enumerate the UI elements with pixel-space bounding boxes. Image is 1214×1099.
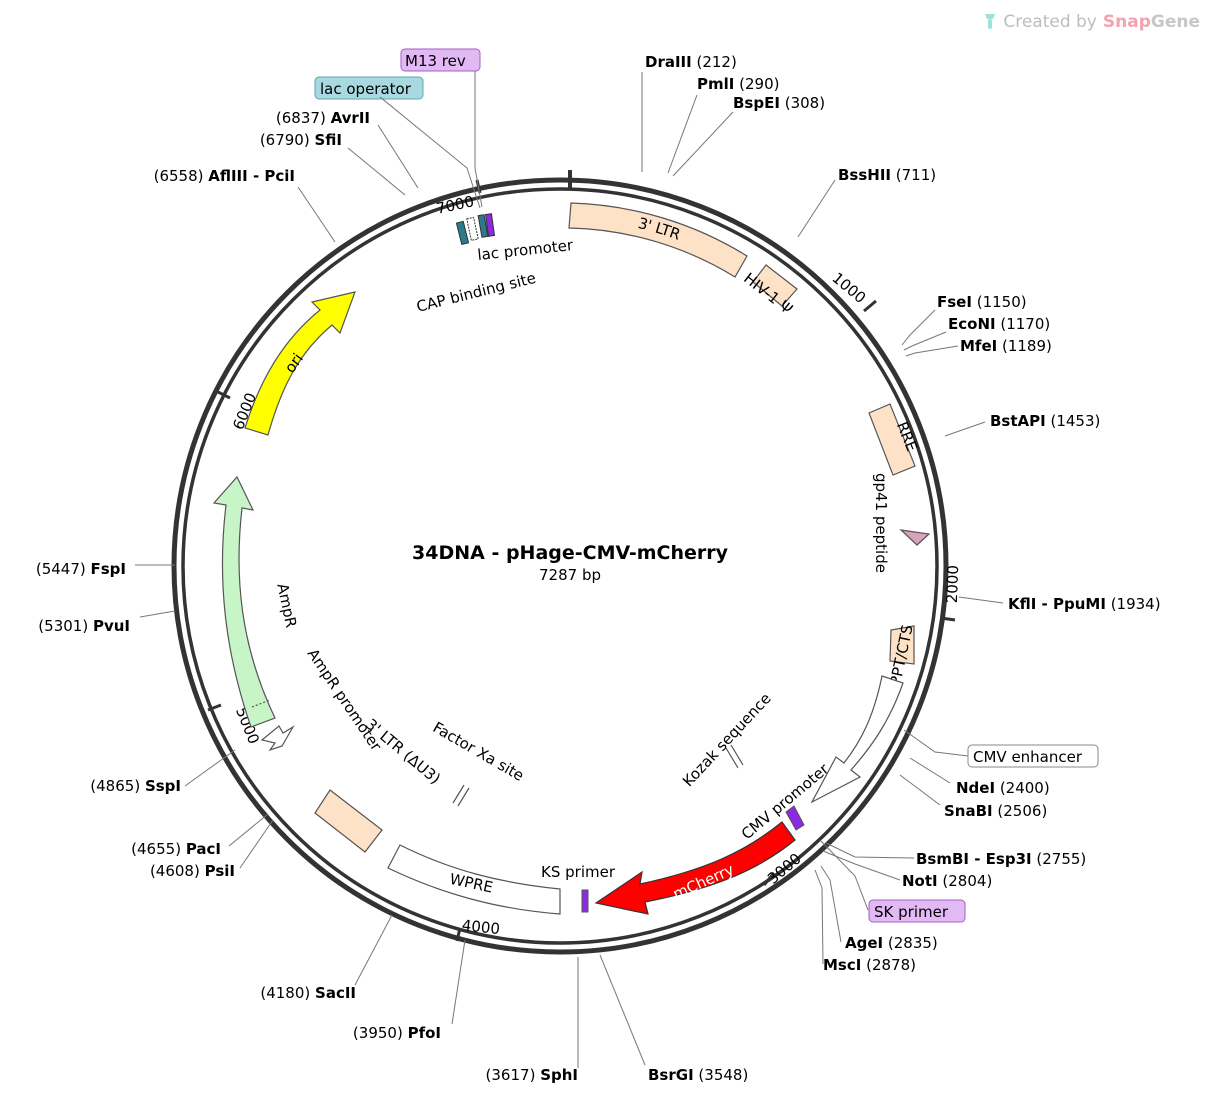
feature-cppt	[889, 625, 915, 665]
feature-label-cmv-enhancer: CMV enhancer	[973, 748, 1083, 766]
feature-3-ltr-du3	[314, 789, 383, 853]
snapgene-logo-icon	[985, 14, 996, 29]
enzyme-draiii: DraIII (212)	[645, 53, 737, 71]
enzyme-pmli: PmlI (290)	[697, 75, 779, 93]
feature-lac-promoter	[466, 216, 479, 241]
feature-cmv-promoter	[785, 805, 805, 831]
tick-label-2000: 2000	[943, 565, 962, 604]
feature-m13-rev-box	[400, 48, 481, 72]
feature-lac-operator	[477, 214, 489, 238]
enzyme-fsei: FseI (1150)	[937, 293, 1027, 311]
feature-label-factor-xa: Factor Xa site	[430, 718, 527, 785]
enzyme-msci: MscI (2878)	[823, 956, 916, 974]
feature-label-3-ltr-du3: 3' LTR (ΔU3)	[362, 715, 444, 788]
plasmid-length: 7287 bp	[539, 566, 601, 584]
feature-label-ks-primer: KS primer	[541, 863, 616, 881]
feature-label-cap-binding-site: CAP binding site	[415, 269, 538, 316]
enzyme-leaders	[135, 72, 1004, 1068]
enzyme-paci: (4655) PacI	[131, 840, 221, 858]
feature-wpre	[387, 844, 561, 915]
feature-label-lac-promoter: lac promoter	[477, 236, 575, 264]
feature-factor-xa	[452, 784, 470, 807]
enzyme-fspi: (5447) FspI	[36, 560, 126, 578]
enzyme-sphi: (3617) SphI	[486, 1066, 578, 1084]
watermark-brand-b: Gene	[1150, 12, 1200, 32]
feature-cmv-enhancer	[810, 675, 904, 804]
enzyme-psii: (4608) PsiI	[150, 862, 235, 880]
enzyme-bspei: BspEI (308)	[733, 94, 825, 112]
enzyme-pfoi: (3950) PfoI	[353, 1024, 441, 1042]
watermark-brand-a: Snap	[1102, 12, 1151, 32]
enzyme-bsshii: BssHII (711)	[838, 166, 936, 184]
enzyme-bsmbi-esp3i: BsmBI - Esp3I (2755)	[916, 850, 1086, 868]
enzyme-afliii-pcii: (6558) AflIII - PciI	[154, 167, 295, 185]
backbone	[171, 177, 949, 955]
enzyme-kfli-ppumi: KflI - PpuMI (1934)	[1008, 595, 1161, 613]
feature-rre	[868, 403, 916, 476]
feature-gp41	[899, 529, 931, 546]
feature-ampr-promoter	[260, 725, 295, 752]
feature-ori	[244, 291, 356, 436]
feature-hiv1-psi	[752, 264, 798, 307]
feature-label-gp41: gp41 peptide	[872, 473, 890, 573]
watermark-prefix: Created by	[1003, 12, 1097, 32]
feature-cap-binding-site	[455, 220, 470, 246]
tick-label-7000: 7000	[435, 192, 476, 218]
enzyme-agei: AgeI (2835)	[845, 934, 938, 952]
feature-label-ampr-promoter: AmpR promoter	[304, 645, 386, 755]
tick-label-4000: 4000	[461, 916, 501, 938]
feature-label-lac-operator: lac operator	[320, 80, 412, 98]
enzyme-list: DraIII (212) PmlI (290) BspEI (308) BssH…	[36, 53, 1161, 1084]
feature-label-ampr: AmpR	[273, 582, 300, 630]
tick-label-1000: 1000	[829, 269, 870, 307]
feature-ks-primer	[581, 889, 589, 913]
feature-kozak	[725, 744, 744, 769]
enzyme-ndei: NdeI (2400)	[956, 779, 1050, 797]
enzyme-bstapi: BstAPI (1453)	[990, 412, 1100, 430]
feature-mcherry	[594, 821, 796, 915]
feature-label-m13-rev: M13 rev	[405, 52, 466, 70]
feature-ampr	[212, 475, 276, 728]
enzyme-sspi: (4865) SspI	[90, 777, 181, 795]
enzyme-mfei: MfeI (1189)	[960, 337, 1052, 355]
enzyme-noti: NotI (2804)	[902, 872, 992, 890]
enzyme-bsrgi: BsrGI (3548)	[648, 1066, 748, 1084]
enzyme-snabi: SnaBI (2506)	[944, 802, 1047, 820]
feature-leaders	[379, 71, 969, 911]
feature-3-ltr	[568, 202, 748, 278]
enzyme-sacii: (4180) SacII	[260, 984, 356, 1002]
enzyme-avrii: (6837) AvrII	[276, 109, 370, 127]
enzyme-econi: EcoNI (1170)	[948, 315, 1050, 333]
feature-label-kozak: Kozak sequence	[679, 689, 775, 790]
feature-ampr-divider	[251, 699, 271, 708]
plasmid-name: 34DNA - pHage-CMV-mCherry	[412, 542, 729, 564]
feature-label-sk-primer: SK primer	[874, 903, 949, 921]
enzyme-sfii: (6790) SfiI	[260, 131, 342, 149]
feature-sk-primer-box	[868, 899, 966, 923]
enzyme-pvui: (5301) PvuI	[38, 617, 130, 635]
feature-lac-operator-box	[314, 76, 424, 100]
feature-m13-rev	[484, 213, 496, 237]
